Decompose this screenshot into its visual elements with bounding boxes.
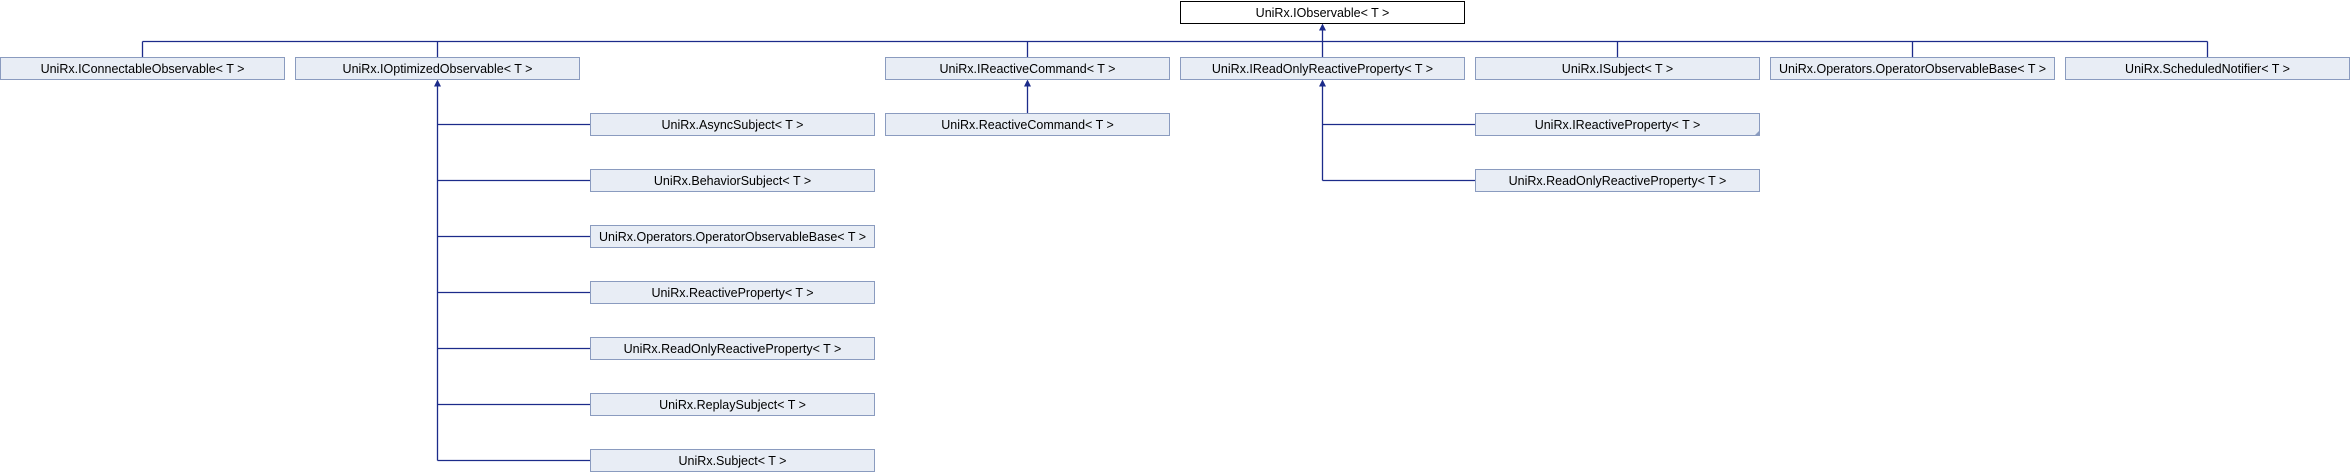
class-node-behaviorsubject[interactable]: UniRx.BehaviorSubject< T > (590, 169, 875, 192)
class-node-box (1475, 57, 1760, 80)
class-node-isubject[interactable]: UniRx.ISubject< T > (1475, 57, 1760, 80)
class-node-label: UniRx.ReactiveCommand< T > (941, 118, 1114, 132)
class-node-label: UniRx.IOptimizedObservable< T > (343, 62, 533, 76)
class-node-label: UniRx.ReactiveProperty< T > (651, 286, 813, 300)
class-node-box (1770, 57, 2055, 80)
class-node-reactiveproperty[interactable]: UniRx.ReactiveProperty< T > (590, 281, 875, 304)
class-node-box (885, 113, 1170, 136)
edges-to-ireadonlyreactiveproperty (1319, 79, 1476, 182)
class-node-label: UniRx.ReadOnlyReactiveProperty< T > (624, 342, 842, 356)
class-node-box (1180, 1, 1465, 24)
class-node-replaysubject[interactable]: UniRx.ReplaySubject< T > (590, 393, 875, 416)
inheritance-arrowhead (434, 79, 441, 87)
class-node-ireactiveproperty[interactable]: UniRx.IReactiveProperty< T > (1475, 113, 1760, 136)
class-node-asyncsubject[interactable]: UniRx.AsyncSubject< T > (590, 113, 875, 136)
class-node-box (590, 225, 875, 248)
edges-to-root (141, 23, 2209, 58)
class-node-label: UniRx.ReadOnlyReactiveProperty< T > (1509, 174, 1727, 188)
class-node-box (590, 393, 875, 416)
class-node-readonlyreactiveproperty-sub[interactable]: UniRx.ReadOnlyReactiveProperty< T > (590, 337, 875, 360)
class-node-box (590, 281, 875, 304)
class-node-box (295, 57, 580, 80)
class-node-label: UniRx.ScheduledNotifier< T > (2125, 62, 2290, 76)
edges-layer (141, 23, 2209, 462)
class-node-box (590, 169, 875, 192)
class-node-label: UniRx.IReactiveCommand< T > (939, 62, 1115, 76)
inheritance-arrowhead (1319, 23, 1326, 31)
class-node-iconnectable[interactable]: UniRx.IConnectableObservable< T > (0, 57, 285, 80)
class-node-label: UniRx.IConnectableObservable< T > (41, 62, 245, 76)
class-node-box (1180, 57, 1465, 80)
class-node-label: UniRx.AsyncSubject< T > (662, 118, 804, 132)
class-node-ioptimized[interactable]: UniRx.IOptimizedObservable< T > (295, 57, 580, 80)
class-node-label: UniRx.IObservable< T > (1256, 6, 1390, 20)
class-node-readonlyreactiveproperty[interactable]: UniRx.ReadOnlyReactiveProperty< T > (1475, 169, 1760, 192)
class-node-box (885, 57, 1170, 80)
class-node-root[interactable]: UniRx.IObservable< T > (1180, 1, 1465, 24)
class-node-ireadonlyreactiveproperty[interactable]: UniRx.IReadOnlyReactiveProperty< T > (1180, 57, 1465, 80)
class-node-box (590, 113, 875, 136)
class-node-operatorobservablebase-top[interactable]: UniRx.Operators.OperatorObservableBase< … (1770, 57, 2055, 80)
class-node-ireactivecommand[interactable]: UniRx.IReactiveCommand< T > (885, 57, 1170, 80)
class-node-label: UniRx.Operators.OperatorObservableBase< … (599, 230, 866, 244)
class-node-schedulednotifier[interactable]: UniRx.ScheduledNotifier< T > (2065, 57, 2350, 80)
class-node-label: UniRx.IReadOnlyReactiveProperty< T > (1212, 62, 1433, 76)
class-node-operatorobservablebase-sub[interactable]: UniRx.Operators.OperatorObservableBase< … (590, 225, 875, 248)
class-node-label: UniRx.Subject< T > (679, 454, 787, 468)
class-node-subject[interactable]: UniRx.Subject< T > (590, 449, 875, 472)
class-node-label: UniRx.IReactiveProperty< T > (1535, 118, 1701, 132)
more-children-marker (1755, 131, 1759, 135)
class-node-box (1475, 113, 1760, 136)
class-node-box (0, 57, 285, 80)
class-node-box (1475, 169, 1760, 192)
inheritance-arrowhead (1319, 79, 1326, 87)
edges-to-ireactivecommand (1024, 79, 1031, 114)
class-node-box (590, 337, 875, 360)
class-node-label: UniRx.BehaviorSubject< T > (654, 174, 811, 188)
class-node-label: UniRx.ReplaySubject< T > (659, 398, 806, 412)
edges-to-ioptimized (434, 79, 591, 462)
class-node-label: UniRx.Operators.OperatorObservableBase< … (1779, 62, 2046, 76)
inheritance-arrowhead (1024, 79, 1031, 87)
class-node-label: UniRx.ISubject< T > (1562, 62, 1673, 76)
class-node-reactivecommand[interactable]: UniRx.ReactiveCommand< T > (885, 113, 1170, 136)
